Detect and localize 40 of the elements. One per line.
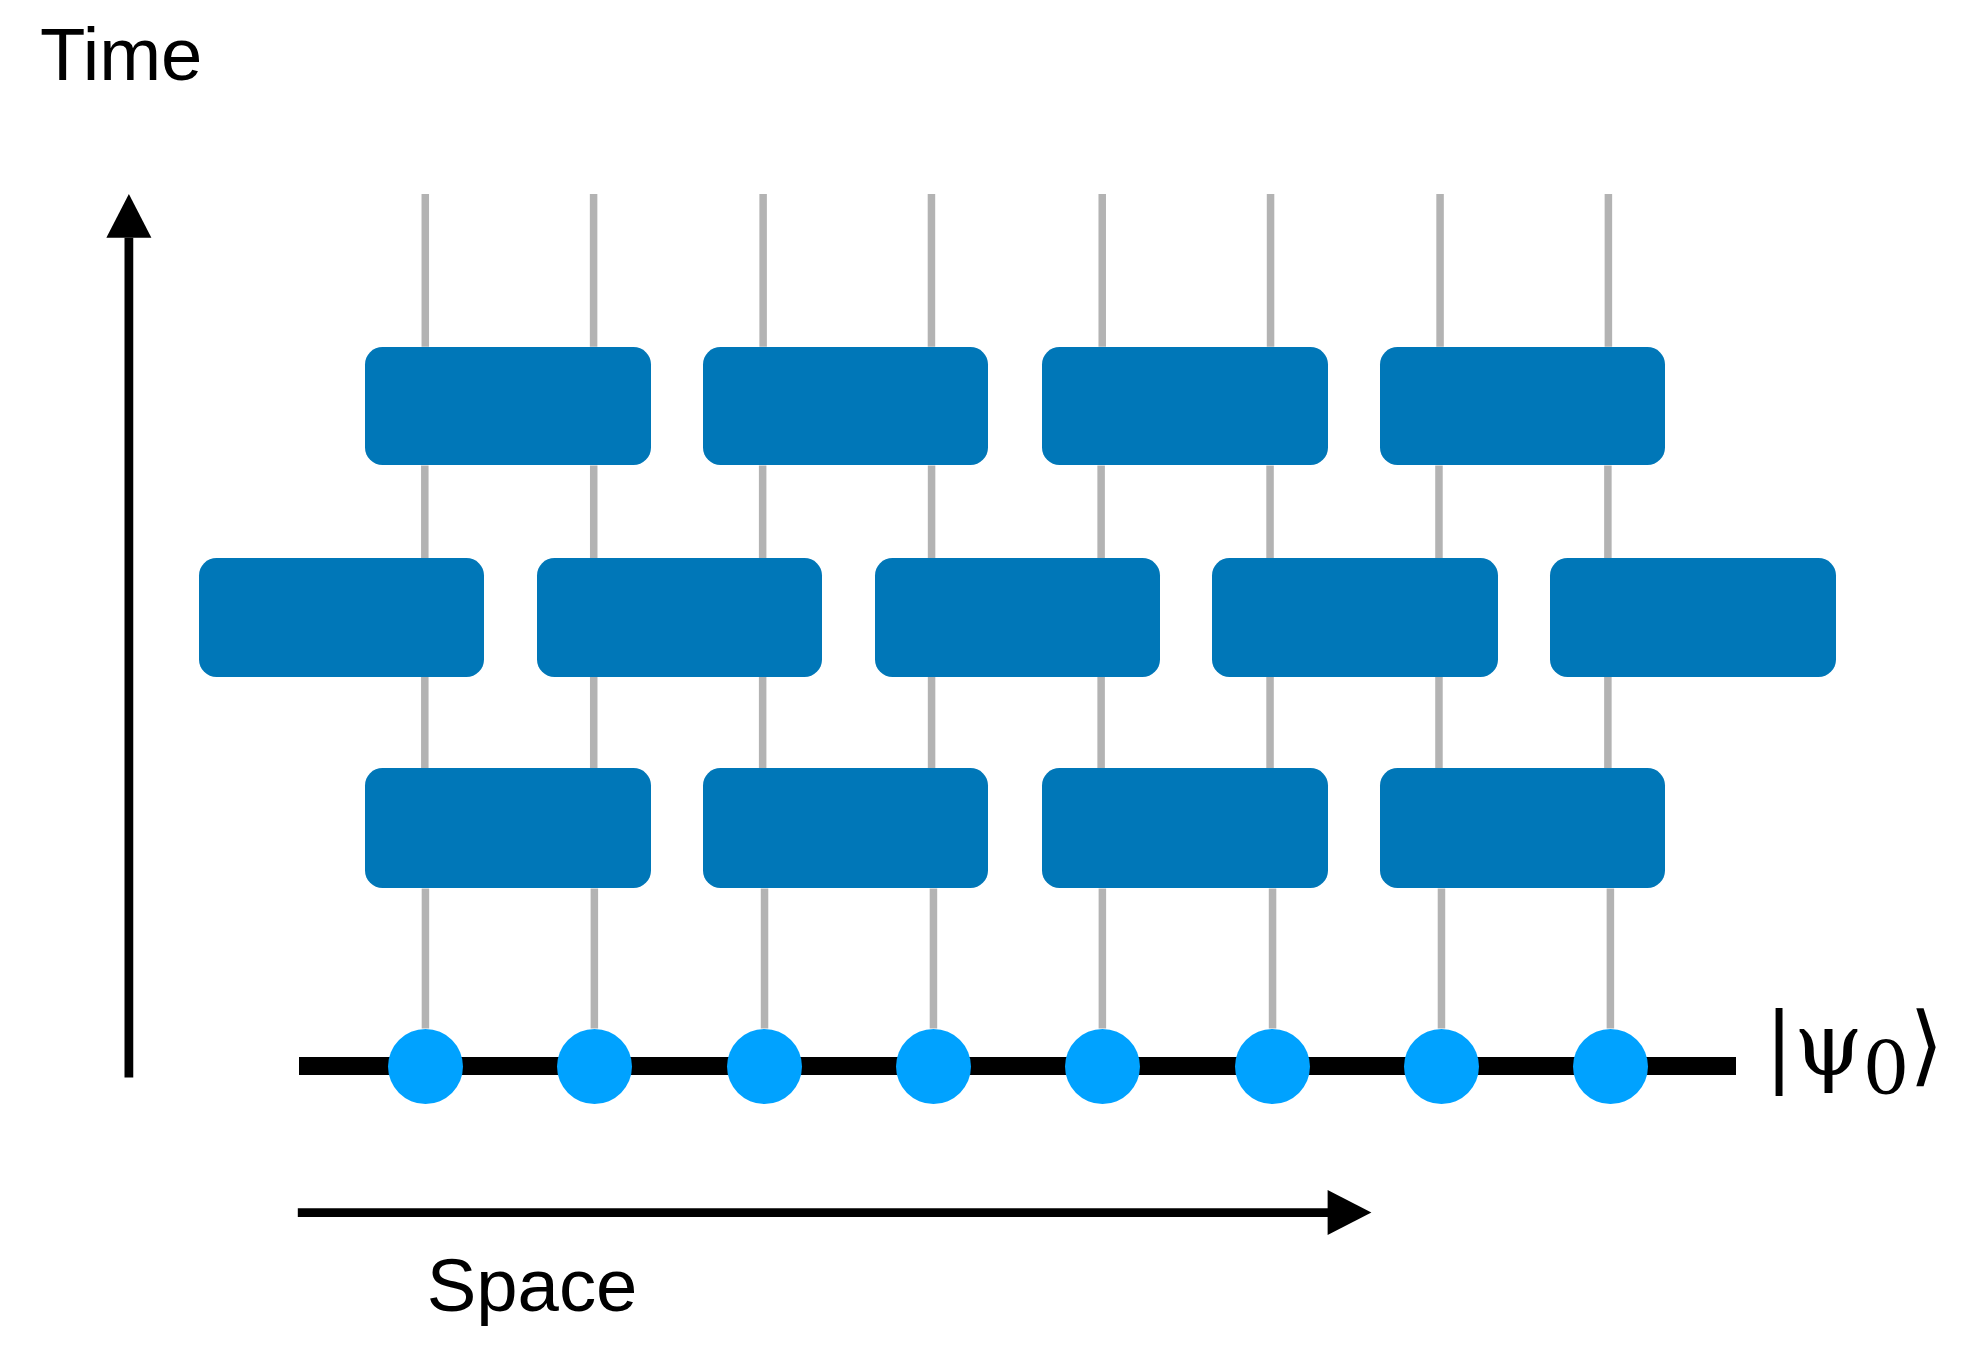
gate-block — [703, 768, 989, 889]
qubit-wire — [1098, 888, 1107, 1029]
gate-block — [198, 558, 485, 677]
qubit-wire — [1606, 888, 1615, 1029]
qubit-wire — [590, 888, 599, 1029]
qubit-wire — [1266, 465, 1274, 559]
qubit-wire — [1435, 465, 1443, 559]
qubit-wire — [927, 677, 936, 769]
qubit-wire — [760, 888, 769, 1029]
qubit-wire — [1604, 465, 1612, 559]
qubit-wire — [421, 677, 429, 769]
qubit-wire — [421, 465, 429, 559]
gate-block — [1380, 346, 1666, 466]
axis-label: Time — [40, 17, 203, 92]
qubit-wire — [927, 465, 936, 559]
gate-block — [1212, 558, 1498, 677]
gate-block — [536, 558, 823, 677]
qubit-wire — [1437, 888, 1446, 1029]
qubit-wire — [421, 888, 430, 1029]
qubit-wire — [589, 465, 598, 559]
axis-label: Space — [426, 1248, 638, 1324]
qubit-wire — [589, 677, 598, 769]
gate-block — [365, 346, 651, 466]
gate-block — [703, 346, 989, 466]
gate-block — [1380, 768, 1666, 889]
qubit-wire — [1604, 677, 1612, 769]
state-label: |ψ$_{0}$⟩ — [1764, 1001, 1944, 1105]
qubit-wire — [758, 465, 767, 559]
gate-block — [1042, 768, 1328, 889]
qubit-wire — [1097, 677, 1105, 769]
gate-block — [1550, 558, 1836, 677]
gate-block — [874, 558, 1160, 677]
qubit-wire — [1097, 465, 1105, 559]
qubit-wire — [929, 888, 938, 1029]
gate-block — [365, 768, 651, 889]
qubit-wire — [758, 677, 767, 769]
gate-block — [1042, 346, 1328, 466]
qubit-wire — [1435, 677, 1443, 769]
qubit-wire — [1266, 677, 1274, 769]
qubit-wire — [1268, 888, 1277, 1029]
